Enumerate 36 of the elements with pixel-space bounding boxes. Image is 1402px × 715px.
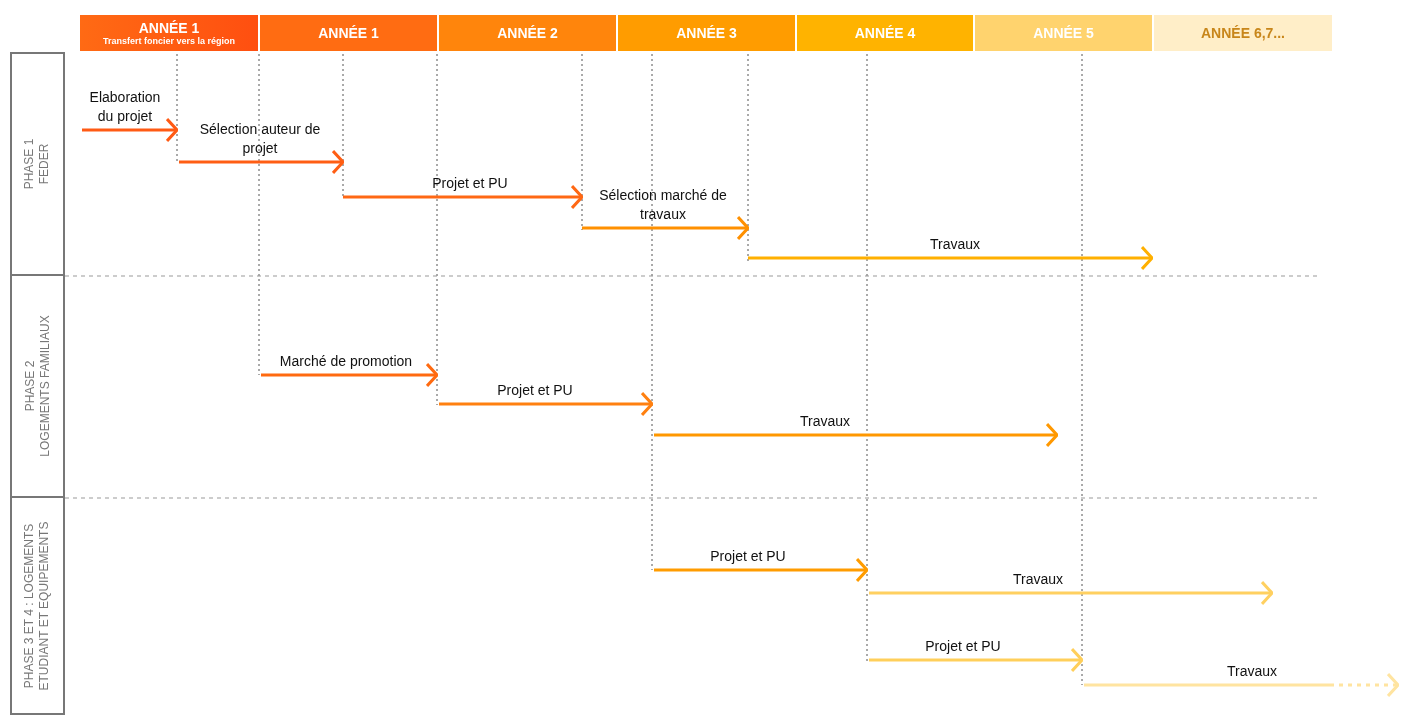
year-header: [439, 15, 616, 51]
task-label: Elaboration du projet: [88, 88, 162, 126]
task-label: Projet et PU: [710, 547, 786, 566]
phase-subtitle: ETUDIANT ET EQUIPEMENTS: [37, 521, 53, 690]
task-label: Sélection marché de travaux: [598, 186, 728, 224]
task-label: Travaux: [1012, 570, 1064, 589]
task-label: Projet et PU: [925, 637, 1001, 656]
year-title: ANNÉE 1: [138, 19, 200, 36]
year-header: [80, 15, 258, 51]
phase-title: PHASE 3 ET 4 : LOGEMENTS: [22, 523, 38, 688]
phase-box: [10, 498, 65, 715]
year-header: [1154, 15, 1332, 51]
task-label: Projet et PU: [432, 174, 508, 193]
task-label: Travaux: [929, 235, 981, 254]
phase-subtitle: LOGEMENTS FAMILIAUX: [37, 315, 53, 457]
year-header: [797, 15, 973, 51]
year-header: [975, 15, 1152, 51]
phase-title: PHASE 1: [22, 138, 38, 190]
year-title: ANNÉE 1: [318, 25, 379, 41]
year-title: ANNÉE 2: [497, 25, 558, 41]
phase-box: [10, 52, 65, 276]
year-subtitle: Transfert foncier vers la région: [102, 35, 235, 47]
task-label: Travaux: [1226, 662, 1278, 681]
task-label: Sélection auteur de projet: [198, 120, 322, 158]
year-title: ANNÉE 5: [1033, 25, 1094, 41]
phase-subtitle: FEDER: [37, 143, 53, 185]
task-label: Travaux: [799, 412, 851, 431]
year-title: ANNÉE 4: [854, 25, 916, 41]
task-label: Marché de promotion: [279, 352, 413, 371]
year-title: ANNÉE 6,7...: [1201, 25, 1285, 41]
task-label: Projet et PU: [497, 381, 573, 400]
year-title: ANNÉE 3: [676, 25, 737, 41]
phase-box: [10, 276, 65, 498]
year-header: [618, 15, 795, 51]
year-header: [260, 15, 437, 51]
phase-title: PHASE 2: [22, 360, 38, 412]
